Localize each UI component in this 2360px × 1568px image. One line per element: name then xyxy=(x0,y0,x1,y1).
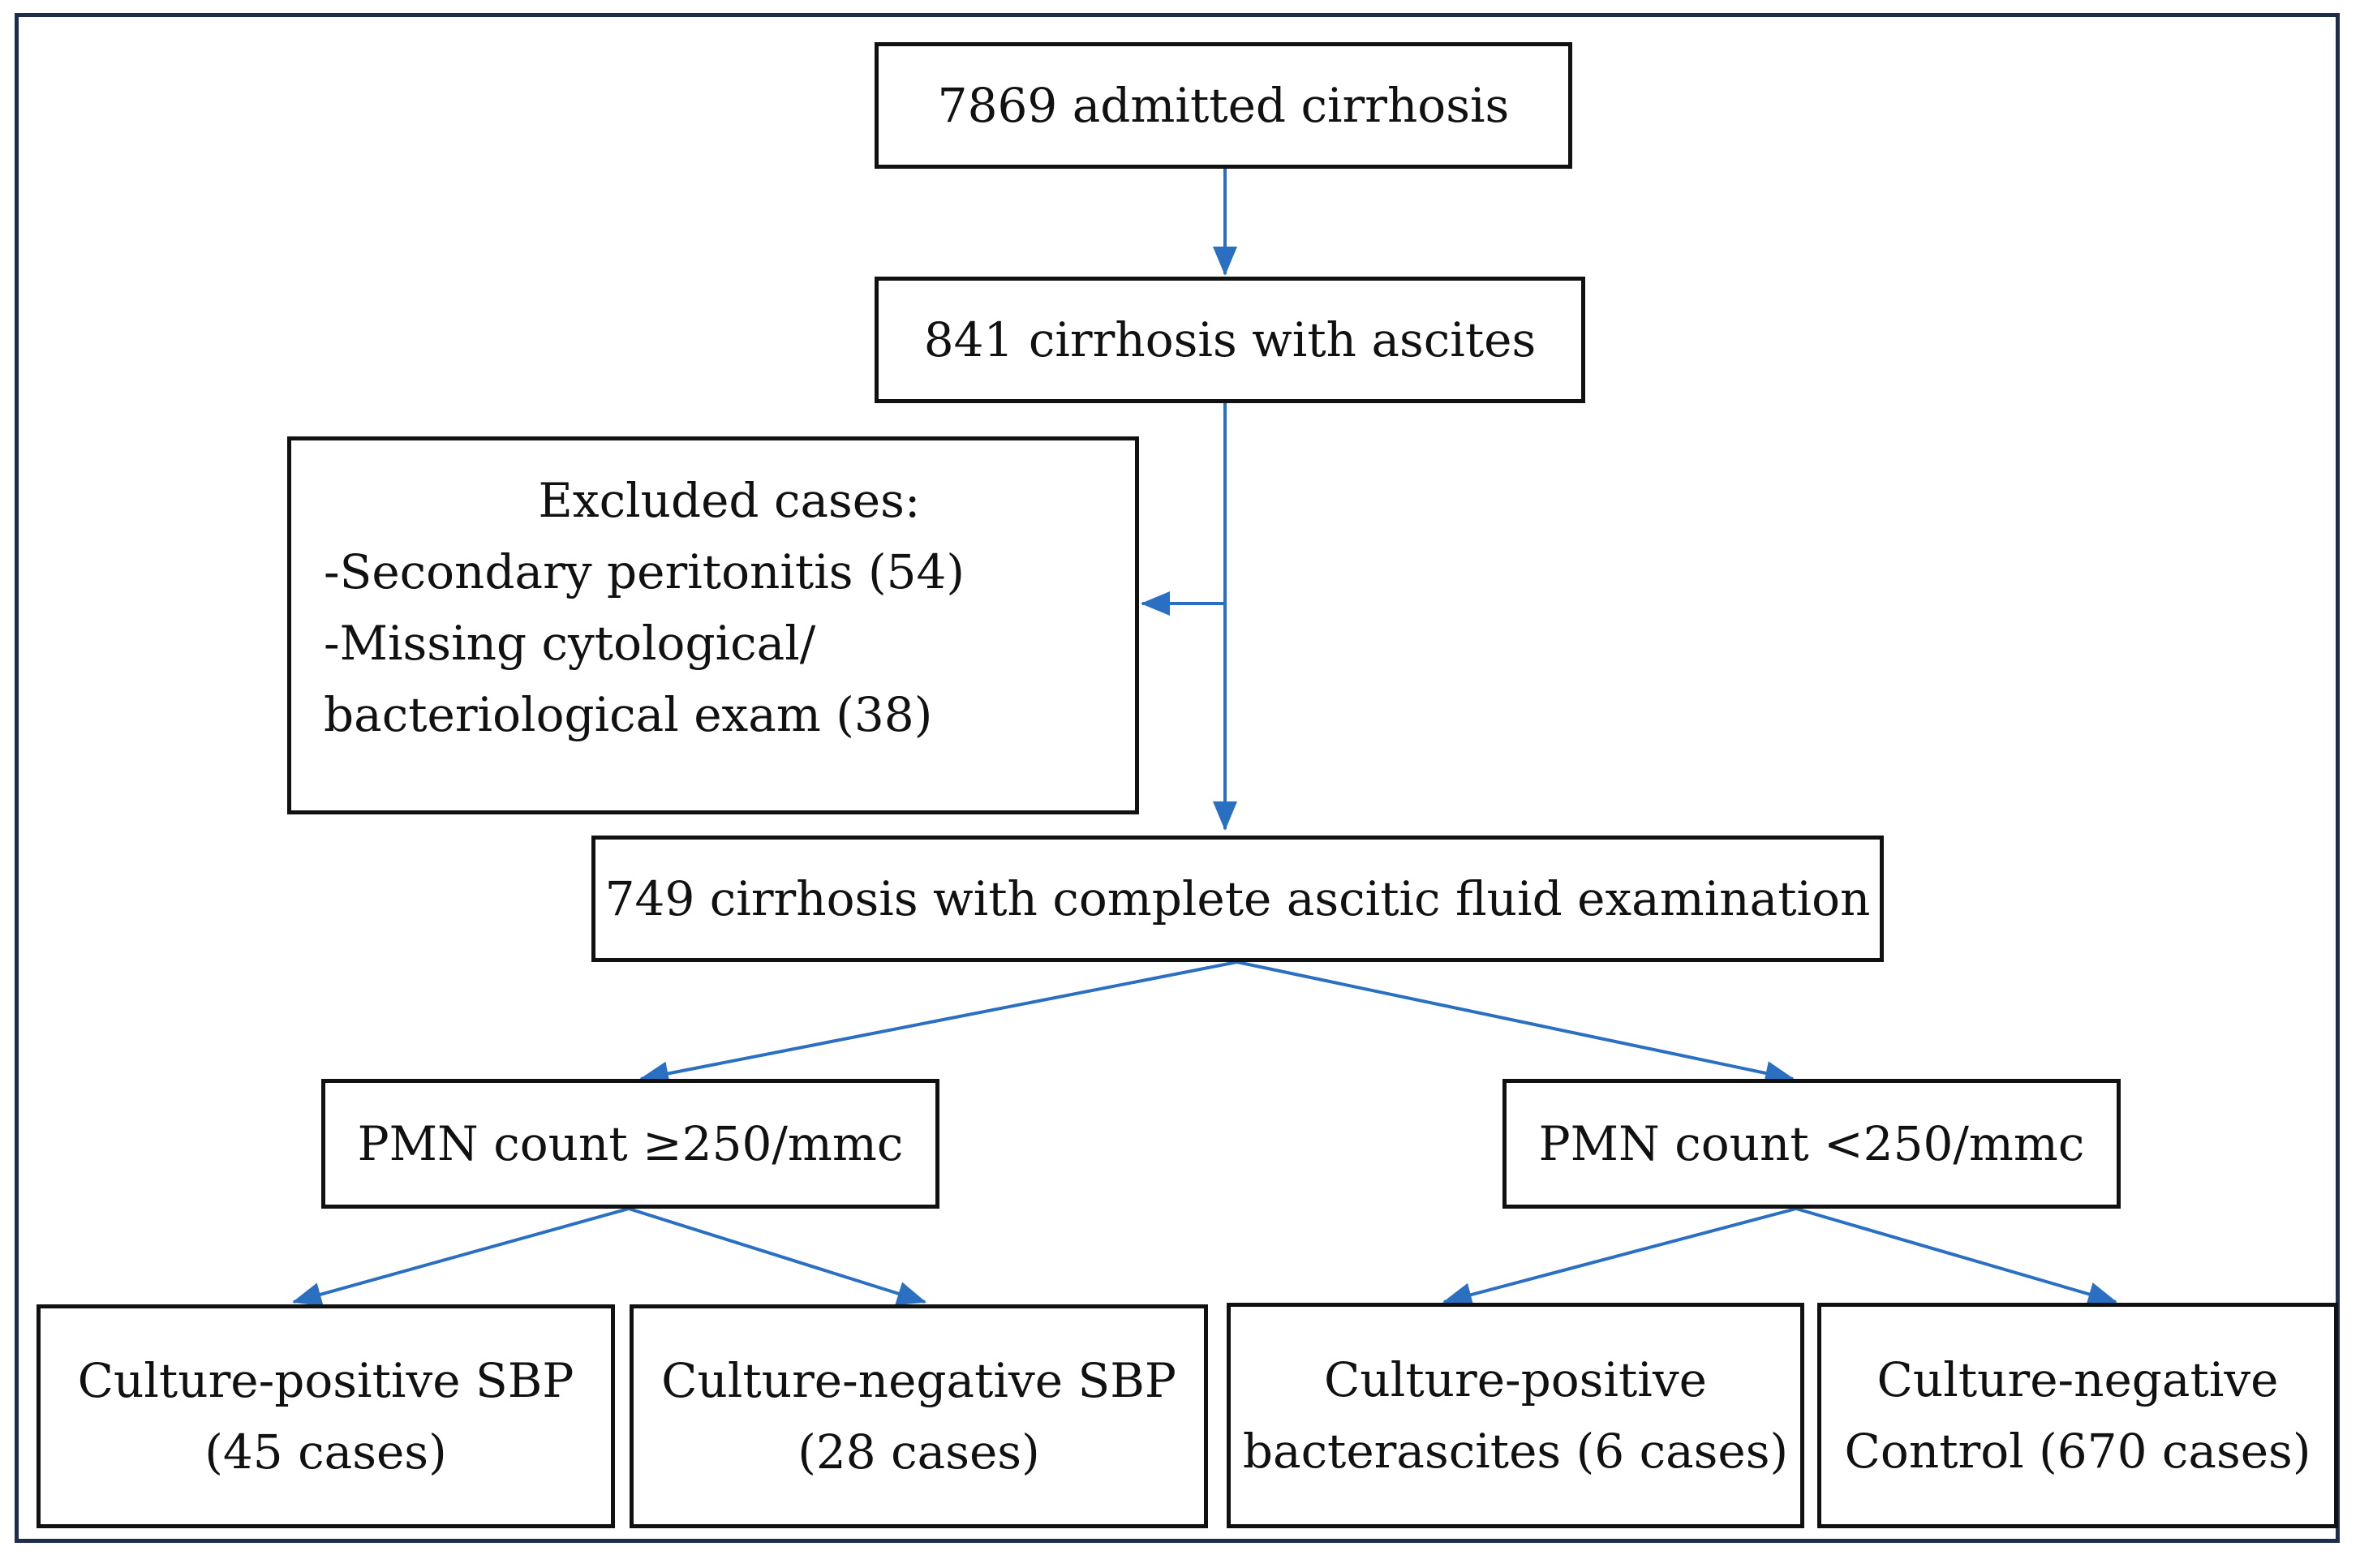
leaf-line-1: Culture-positive xyxy=(1324,1352,1707,1407)
arrow-complete-to-pmn-high xyxy=(639,960,1238,1086)
arrow-complete-to-pmn-low xyxy=(1236,960,1795,1085)
excluded-title: Excluded cases: xyxy=(538,473,921,528)
arrow-pmn-high-to-leaf-2 xyxy=(628,1207,926,1306)
node-excluded-cases: Excluded cases: -Secondary peritonitis (… xyxy=(287,436,1139,814)
node-culture-negative-sbp: Culture-negative SBP (28 cases) xyxy=(630,1304,1208,1528)
node-complete-examination: 749 cirrhosis with complete ascitic flui… xyxy=(591,836,1884,962)
node-culture-positive-bacterascites: Culture-positive bacterascites (6 cases) xyxy=(1227,1303,1804,1528)
leaf-line-1: Culture-negative xyxy=(1876,1352,2279,1407)
excluded-line: bacteriological exam (38) xyxy=(324,687,933,742)
leaf-line-1: Culture-negative SBP xyxy=(661,1353,1176,1408)
excluded-line: -Missing cytological/ xyxy=(324,616,816,671)
leaf-line-2: Control (670 cases) xyxy=(1844,1424,2311,1479)
node-admitted-cirrhosis: 7869 admitted cirrhosis xyxy=(875,42,1572,169)
leaf-line-1: Culture-positive SBP xyxy=(77,1353,574,1408)
node-pmn-high: PMN count ≥250/mmc xyxy=(321,1079,939,1209)
node-cirrhosis-with-ascites-label: 841 cirrhosis with ascites xyxy=(923,312,1537,367)
node-pmn-high-label: PMN count ≥250/mmc xyxy=(357,1116,904,1171)
arrow-pmn-low-to-leaf-3 xyxy=(1442,1207,1797,1307)
node-culture-positive-sbp: Culture-positive SBP (45 cases) xyxy=(37,1304,615,1528)
node-admitted-cirrhosis-label: 7869 admitted cirrhosis xyxy=(937,78,1510,133)
figure-frame xyxy=(15,13,2340,1543)
arrow-pmn-low-to-leaf-4 xyxy=(1795,1207,2117,1306)
leaf-line-2: (45 cases) xyxy=(204,1424,447,1480)
node-culture-negative-control: Culture-negative Control (670 cases) xyxy=(1817,1303,2338,1528)
node-cirrhosis-with-ascites: 841 cirrhosis with ascites xyxy=(875,277,1585,403)
node-complete-examination-label: 749 cirrhosis with complete ascitic flui… xyxy=(604,871,1871,926)
excluded-line: -Secondary peritonitis (54) xyxy=(324,544,965,599)
node-pmn-low: PMN count <250/mmc xyxy=(1502,1079,2121,1209)
leaf-line-2: (28 cases) xyxy=(797,1424,1040,1480)
arrow-pmn-high-to-leaf-1 xyxy=(292,1207,630,1307)
node-pmn-low-label: PMN count <250/mmc xyxy=(1538,1116,2085,1171)
leaf-line-2: bacterascites (6 cases) xyxy=(1242,1424,1789,1479)
